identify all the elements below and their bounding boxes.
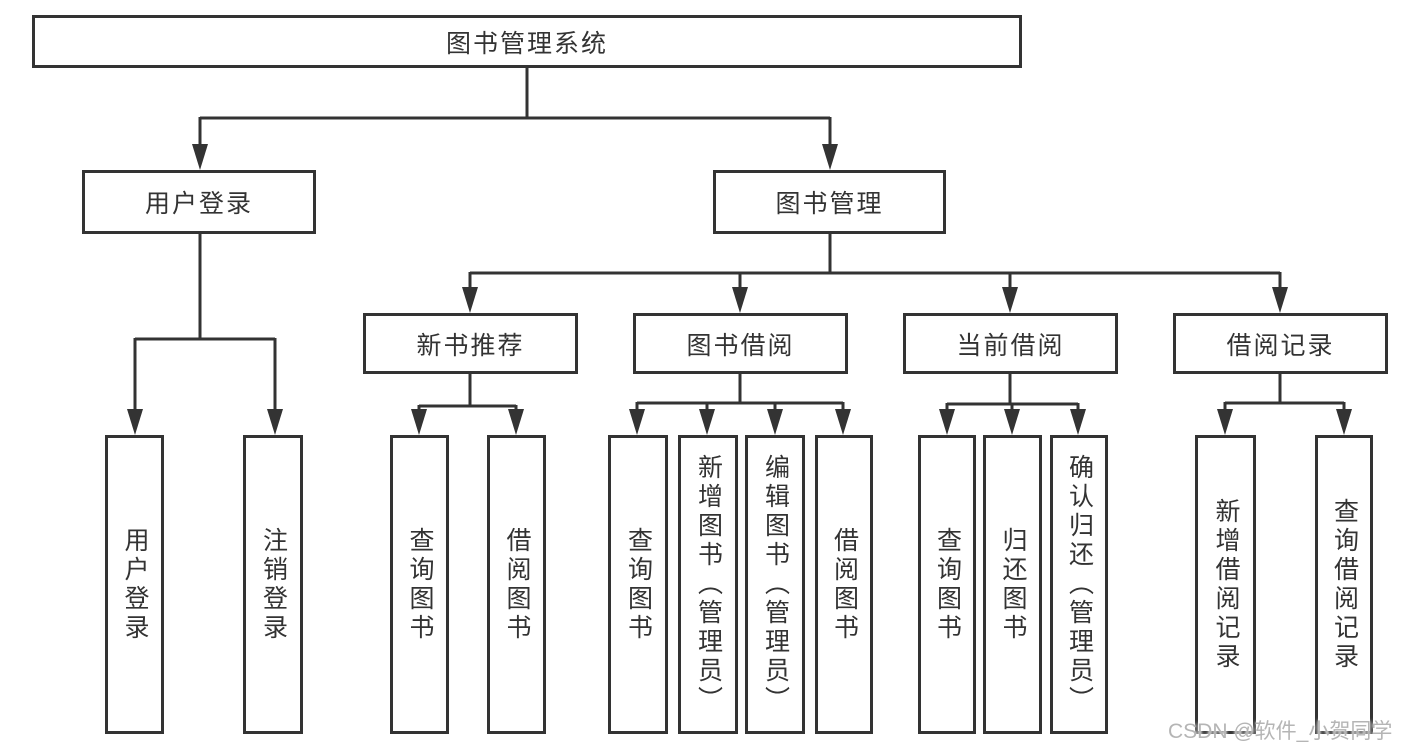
leaf-user-login: 用户登录 [105, 435, 164, 734]
node-user-login-branch: 用户登录 [82, 170, 316, 234]
node-label: 借阅记录 [1226, 331, 1335, 360]
leaf-add-books-admin: 新增图书（管理员） [678, 435, 738, 734]
node-book-borrow: 图书借阅 [633, 313, 848, 374]
node-label: 确认归还（管理员） [1065, 454, 1094, 715]
node-label: 查询图书 [933, 526, 962, 643]
node-label: 注销登录 [259, 526, 288, 643]
leaf-search-books-2: 查询图书 [608, 435, 668, 734]
leaf-confirm-return-admin: 确认归还（管理员） [1050, 435, 1108, 734]
leaf-borrow-books: 借阅图书 [487, 435, 546, 734]
node-label: 图书借阅 [686, 331, 795, 360]
node-new-book-recommend: 新书推荐 [363, 313, 578, 374]
leaf-edit-books-admin: 编辑图书（管理员） [745, 435, 805, 734]
node-label: 图书管理系统 [445, 29, 608, 58]
node-label: 借阅图书 [830, 526, 859, 643]
node-borrow-records: 借阅记录 [1173, 313, 1388, 374]
arrowheads [127, 144, 1352, 435]
node-label: 新书推荐 [416, 331, 525, 360]
leaf-add-borrow-record: 新增借阅记录 [1195, 435, 1256, 734]
node-label: 查询图书 [406, 526, 434, 643]
node-label: 新增图书（管理员） [694, 454, 723, 715]
leaf-search-borrow-record: 查询借阅记录 [1315, 435, 1373, 734]
leaf-return-books: 归还图书 [983, 435, 1042, 734]
node-label: 图书管理 [775, 190, 884, 218]
node-label: 借阅图书 [503, 526, 531, 643]
node-label: 新增借阅记录 [1212, 497, 1240, 672]
node-label: 查询借阅记录 [1330, 497, 1359, 672]
node-label: 用户登录 [121, 526, 149, 643]
leaf-borrow-books-2: 借阅图书 [815, 435, 873, 734]
leaf-logout: 注销登录 [243, 435, 303, 734]
leaf-search-books: 查询图书 [390, 435, 449, 734]
node-library-management-system: 图书管理系统 [32, 15, 1022, 68]
leaf-search-books-3: 查询图书 [918, 435, 976, 734]
node-book-management-branch: 图书管理 [713, 170, 946, 234]
node-label: 当前借阅 [956, 331, 1065, 360]
node-label: 归还图书 [999, 526, 1027, 643]
csdn-watermark: CSDN @软件_小贺同学 [1168, 720, 1393, 743]
node-label: 编辑图书（管理员） [761, 454, 790, 715]
node-label: 用户登录 [144, 190, 253, 218]
node-current-borrow: 当前借阅 [903, 313, 1118, 374]
node-label: 查询图书 [624, 526, 653, 643]
